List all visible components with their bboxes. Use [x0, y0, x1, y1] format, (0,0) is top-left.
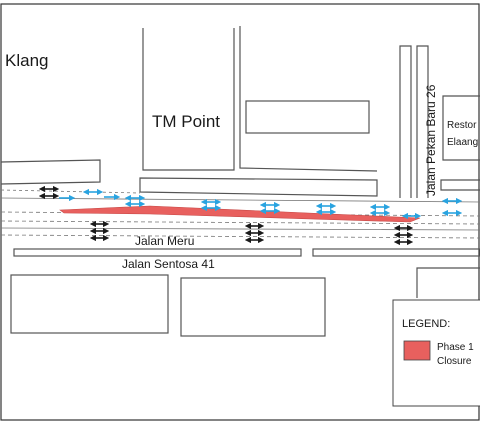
legend: LEGEND: Phase 1 Closure	[392, 299, 480, 407]
road-median-left	[13, 248, 302, 257]
road-label-lower: Jalan Sentosa 41	[122, 257, 215, 271]
legend-item-line1: Phase 1	[437, 342, 474, 353]
building-outlines	[0, 26, 480, 337]
phase1-closure-area	[59, 205, 421, 223]
building-lower-center	[180, 277, 326, 337]
black-direction-arrows	[38, 185, 414, 246]
restaurant-label-line1: Restor	[447, 120, 477, 131]
road-label-main: Jalan Meru	[135, 234, 194, 248]
building-strip-center	[139, 177, 378, 197]
legend-item-line2: Closure	[437, 356, 472, 367]
road-label-vertical: Jalan Pekan Baru 26	[424, 84, 438, 196]
road-median-right	[312, 248, 480, 257]
road-vertical-left-edge	[399, 45, 412, 198]
legend-swatch	[403, 340, 431, 361]
landmark-label: TM Point	[152, 112, 220, 131]
tm-point-building	[142, 28, 235, 171]
building-strip-right	[440, 179, 480, 191]
restaurant-label-line2: Elaang	[447, 137, 478, 148]
building-lower-right	[416, 267, 480, 298]
building-small-center	[245, 100, 370, 134]
building-lower-left	[10, 274, 169, 334]
restaurant-building	[442, 95, 480, 161]
building-block-center	[239, 26, 378, 172]
legend-title: LEGEND:	[402, 318, 450, 330]
road-vertical-right-edge	[416, 45, 429, 198]
area-label: Klang	[5, 51, 48, 70]
building-block-left	[0, 159, 101, 185]
traffic-flow-arrows	[59, 188, 463, 220]
